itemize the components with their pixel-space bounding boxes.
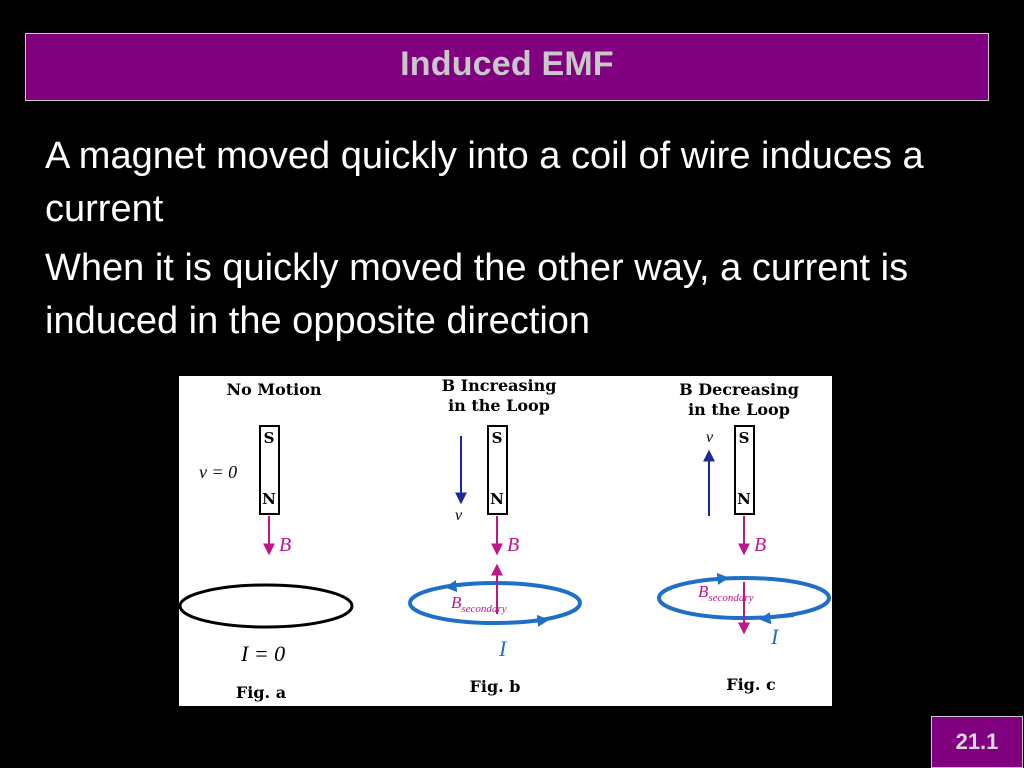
panel-c-magnet [734, 425, 755, 515]
panel-c-magnet-n: N [737, 490, 751, 508]
bullet-2: When it is quickly moved the other way, … [45, 247, 909, 342]
panel-b-field-label: B [507, 534, 519, 556]
panel-a: No Motion S N v = 0 B I = 0 Fig. a [179, 380, 354, 702]
bullet-list: A magnet moved quickly into a coil of wi… [45, 130, 975, 354]
panel-c-velocity-label: v [706, 429, 714, 446]
induction-diagram: No Motion S N v = 0 B I = 0 Fig. a B Inc… [179, 376, 831, 702]
panel-b-heading-1: B Increasing [442, 376, 557, 395]
panel-a-loop [179, 583, 354, 629]
panel-a-magnet-s: S [264, 429, 275, 447]
panel-c: B Decreasing in the Loop S N v B Bsecond… [657, 380, 831, 694]
panel-b-loop [408, 581, 582, 625]
panel-a-heading: No Motion [226, 380, 321, 399]
panel-c-loop-arrow-top [694, 572, 730, 585]
slide-number-box: 21.1 [931, 716, 1023, 768]
panel-c-caption: Fig. c [726, 675, 776, 694]
slide-number: 21.1 [955, 729, 999, 754]
panel-a-magnet-n: N [262, 490, 276, 508]
panel-b-loop-arrow-bottom [513, 614, 550, 627]
panel-c-current-label: I [770, 624, 780, 649]
bullet-1: A magnet moved quickly into a coil of wi… [45, 135, 924, 230]
panel-a-caption: Fig. a [236, 683, 286, 702]
panel-c-loop-arrow-bottom [758, 612, 795, 625]
panel-a-current-label: I = 0 [240, 641, 285, 666]
panel-b-heading-2: in the Loop [448, 396, 550, 415]
panel-c-secondary-label: Bsecondary [698, 582, 754, 604]
panel-a-magnet [259, 425, 280, 515]
panel-c-magnet-s: S [739, 429, 750, 447]
panel-b-magnet-s: S [492, 429, 503, 447]
panel-b-magnet-n: N [490, 490, 504, 508]
panel-c-heading-2: in the Loop [688, 400, 790, 419]
title-bar: Induced EMF [25, 33, 989, 101]
panel-b-caption: Fig. b [470, 677, 521, 696]
panel-c-heading-1: B Decreasing [679, 380, 799, 399]
induction-figure: No Motion S N v = 0 B I = 0 Fig. a B Inc… [179, 376, 832, 706]
panel-b-secondary-label: Bsecondary [451, 593, 507, 615]
panel-b: B Increasing in the Loop S N v B Bsecond… [408, 376, 582, 696]
panel-b-magnet [487, 425, 508, 515]
panel-a-field-label: B [279, 534, 291, 556]
panel-a-velocity-label: v = 0 [199, 462, 237, 482]
panel-b-current-label: I [498, 636, 508, 661]
panel-b-velocity-label: v [455, 507, 463, 524]
panel-b-loop-arrow-top [444, 580, 480, 593]
slide-title: Induced EMF [400, 44, 614, 83]
panel-c-field-label: B [754, 534, 766, 556]
